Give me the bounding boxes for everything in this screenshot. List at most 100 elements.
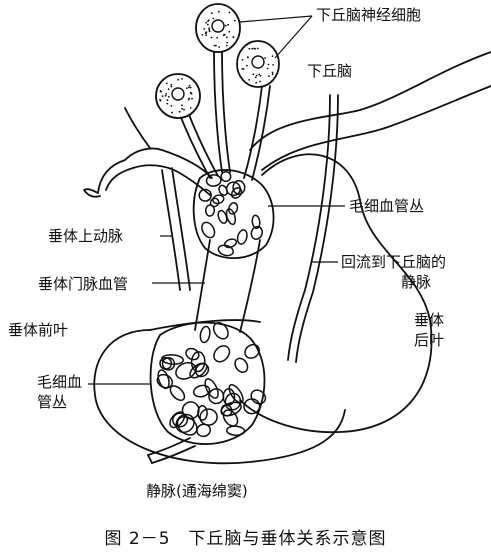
speckle-dot	[165, 93, 168, 95]
speckle-dot	[166, 99, 169, 102]
speckle-dot	[203, 28, 206, 30]
speckle-dot	[228, 11, 231, 14]
speckle-dot	[178, 110, 181, 113]
speckle-dot	[259, 74, 262, 77]
capillary-loop	[222, 409, 239, 427]
hypothalamus-pituitary-diagram	[83, 3, 491, 465]
capillary-loop	[234, 357, 249, 374]
speckle-dot	[188, 84, 191, 87]
label-posterior-1: 垂体	[414, 311, 445, 329]
capillary-loop	[212, 194, 225, 205]
label-capillary-lower-1: 毛细血	[37, 373, 83, 391]
return-vein-a	[287, 94, 331, 361]
speckle-dot	[268, 75, 270, 78]
speckle-dot	[188, 97, 191, 100]
label-capillary-lower-2: 管丛	[37, 393, 68, 411]
speckle-dot	[228, 30, 231, 33]
capillary-loop	[192, 384, 211, 398]
speckle-dot	[170, 85, 173, 88]
speckle-dot	[183, 108, 185, 111]
speckle-dot	[205, 31, 208, 33]
capillary-loop	[212, 322, 229, 340]
capillary-loop	[205, 174, 222, 187]
speckle-dot	[166, 82, 168, 85]
speckle-dot	[159, 90, 162, 92]
speckle-dot	[226, 41, 229, 44]
capillary-loop	[199, 325, 211, 344]
speckle-dot	[264, 57, 266, 59]
capillary-loop	[204, 378, 219, 399]
leader-neurons-2	[274, 15, 313, 59]
label-hypothalamus: 下丘脑	[307, 62, 353, 80]
speckle-dot	[241, 68, 244, 70]
speckle-dot	[255, 81, 258, 84]
speckle-dot	[226, 36, 228, 39]
speckle-dot	[205, 21, 208, 24]
capillary-loop	[201, 221, 216, 239]
speckle-dot	[271, 55, 274, 57]
axon-1b	[221, 49, 231, 173]
capillary-loop	[213, 345, 231, 363]
speckle-dot	[189, 107, 192, 109]
capillary-loop	[156, 373, 174, 389]
capillary-loop	[223, 238, 238, 249]
speckle-dot	[272, 64, 275, 66]
capillary-loop	[232, 180, 246, 195]
portal-vessel-left	[194, 239, 211, 331]
capillary-loop	[190, 351, 206, 373]
speckle-dot	[215, 44, 217, 47]
speckle-dot	[225, 44, 228, 47]
posterior-lobe	[239, 153, 433, 434]
label-posterior-2: 后叶	[414, 331, 445, 349]
capillary-loop	[175, 413, 195, 434]
label-return-vein-2: 静脉	[401, 273, 432, 291]
speckle-dot	[167, 96, 170, 98]
speckle-dot	[255, 74, 258, 77]
capillary-loop	[250, 225, 263, 240]
speckle-dot	[188, 86, 190, 89]
capillary-loop	[227, 202, 239, 215]
label-return-vein-1: 回流到下丘脑的	[341, 253, 447, 271]
hypothalamus-outline-lower	[261, 85, 491, 171]
speckle-dot	[207, 19, 210, 22]
lower-capillary-loops	[156, 322, 267, 438]
artery-descending-a	[161, 169, 181, 291]
speckle-dot	[216, 36, 219, 39]
speckle-dot	[166, 102, 169, 105]
capillary-loop	[220, 170, 232, 183]
speckle-dot	[232, 36, 235, 39]
sinus-vein-b	[151, 445, 196, 464]
speckle-dot	[181, 78, 184, 80]
axon-2	[243, 85, 263, 179]
capillary-loop	[169, 385, 186, 402]
capillary-loop	[225, 425, 246, 436]
artery-branch-up	[124, 107, 151, 149]
speckle-dot	[218, 46, 221, 48]
label-superior-artery: 垂体上动脉	[48, 227, 124, 245]
speckle-dot	[170, 105, 173, 107]
speckle-dot	[271, 73, 274, 76]
speckle-dot	[271, 71, 274, 74]
neuron-nucleus-2	[251, 55, 265, 69]
portal-vessel-right	[239, 239, 261, 333]
axon-1	[213, 49, 223, 173]
speckle-dot	[251, 47, 254, 50]
speckle-dot	[213, 44, 216, 47]
speckle-dot	[161, 95, 164, 98]
speckle-dot	[217, 10, 220, 13]
sinus-vein-cap	[147, 454, 153, 464]
speckle-dot	[164, 94, 167, 97]
anterior-lobe	[93, 329, 346, 465]
speckle-dot	[224, 24, 227, 27]
speckle-dot	[210, 12, 213, 15]
label-capillary-upper: 毛细血管丛	[349, 197, 425, 215]
speckle-dot	[205, 34, 208, 37]
upper-plexus-outline	[192, 169, 275, 260]
speckle-dot	[207, 23, 209, 26]
speckle-dot	[252, 73, 255, 76]
speckle-dot	[208, 27, 211, 29]
capillary-loop	[181, 401, 200, 420]
capillary-loop	[220, 404, 233, 417]
speckle-dot	[210, 36, 213, 39]
speckle-dot	[248, 47, 251, 50]
